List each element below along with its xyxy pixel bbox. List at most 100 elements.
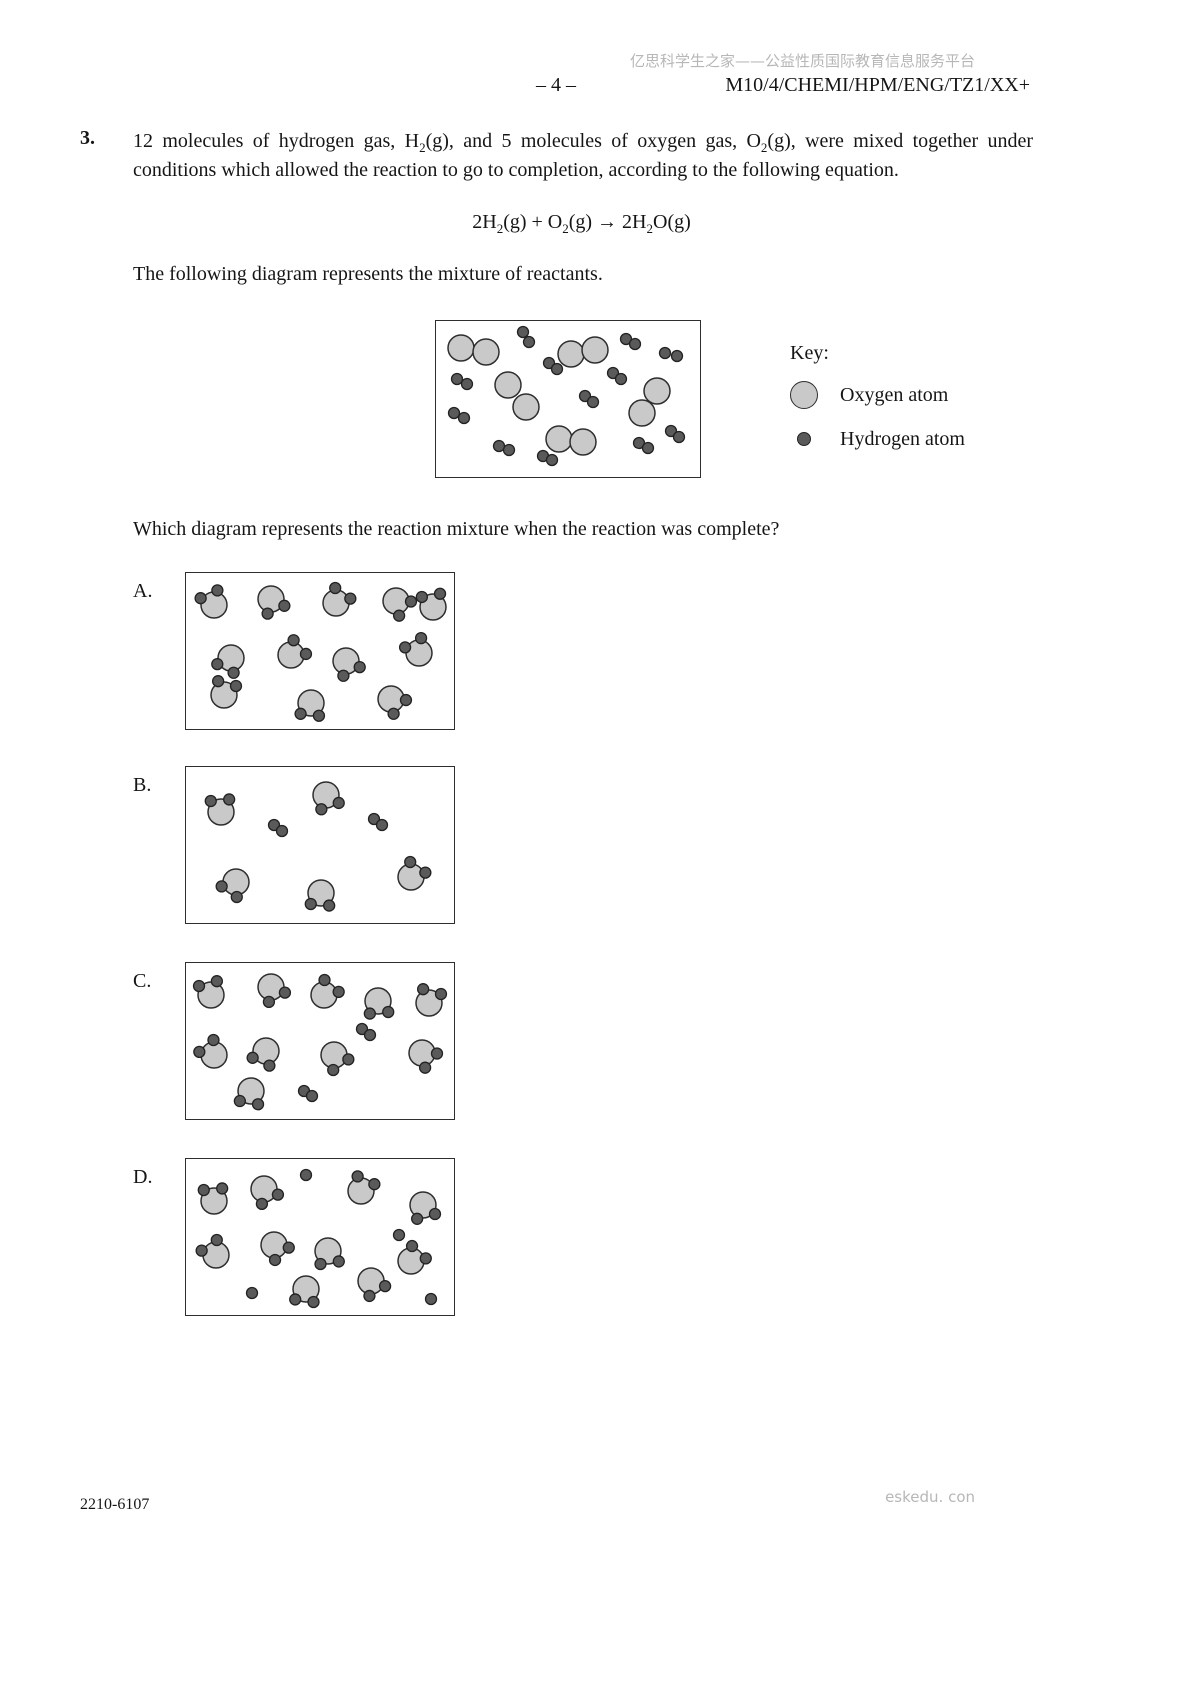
hydrogen-atom (399, 693, 413, 707)
option-a-diagram (185, 572, 455, 730)
hydrogen-atom (329, 581, 342, 595)
hydrogen-atom (398, 641, 412, 654)
key-row-hydrogen: Hydrogen atom (790, 425, 965, 453)
option-b-label: B. (133, 774, 152, 796)
hydrogen-atom (230, 890, 243, 904)
hydrogen-atom (327, 1063, 340, 1077)
hydrogen-atom (315, 803, 328, 816)
question-prompt: Which diagram represents the reaction mi… (133, 518, 780, 540)
hydrogen-atom (363, 1007, 376, 1020)
hydrogen-atom (392, 1228, 406, 1242)
hydrogen-atom (251, 1098, 265, 1111)
hydrogen-atom (312, 709, 326, 722)
hydrogen-atom (363, 1028, 377, 1042)
hydrogen-atom (261, 607, 274, 620)
option-d-diagram (185, 1158, 455, 1316)
hydrogen-atom (375, 818, 389, 832)
oxygen-atom (447, 334, 475, 362)
hydrogen-atom (434, 987, 448, 1001)
hydrogen-atom (263, 1059, 276, 1072)
hydrogen-atom (457, 411, 471, 425)
hydrogen-atom (410, 1212, 424, 1225)
hydrogen-atom (275, 824, 289, 838)
hydrogen-atom (323, 899, 336, 912)
oxygen-atom (512, 393, 540, 421)
question-number: 3. (80, 127, 95, 149)
hydrogen-atom (419, 866, 432, 879)
hydrogen-atom (332, 796, 345, 810)
option-a-label: A. (133, 580, 153, 602)
hydrogen-atom (193, 1045, 206, 1059)
hydrogen-atom (522, 335, 536, 349)
oxygen-atom (557, 340, 585, 368)
footer-watermark: eskedu. con (885, 1488, 975, 1506)
hydrogen-atom (278, 599, 291, 612)
hydrogen-atom (282, 1241, 295, 1254)
oxygen-atom-icon (790, 381, 818, 409)
hydrogen-atom (387, 707, 400, 720)
oxygen-atom (494, 371, 522, 399)
hydrogen-atom (628, 337, 642, 351)
hydrogen-atom (419, 1252, 432, 1265)
hydrogen-atom (289, 1293, 302, 1306)
hydrogen-atom (578, 389, 592, 403)
hydrogen-atom (195, 1244, 208, 1257)
oxygen-key-label: Oxygen atom (840, 383, 949, 406)
hydrogen-atom (318, 973, 331, 987)
hydrogen-atom (542, 356, 556, 370)
hydrogen-atom (460, 377, 474, 391)
hydrogen-atom (641, 441, 655, 455)
oxygen-atom (581, 336, 609, 364)
hydrogen-atom (207, 1033, 220, 1047)
hydrogen-atom (246, 1051, 259, 1064)
hydrogen-atom (332, 985, 345, 999)
hydrogen-atom (344, 592, 357, 605)
hydrogen-atom (367, 812, 381, 826)
hydrogen-atom (227, 666, 240, 679)
hydrogen-atom (271, 1188, 285, 1201)
hydrogen-atom (586, 395, 600, 409)
hydrogen-atom (287, 634, 300, 647)
hydrogen-atom (664, 424, 678, 438)
hydrogen-atom (211, 584, 224, 597)
hydrogen-atom (414, 631, 428, 645)
hydrogen-atom (353, 660, 366, 674)
hydrogen-atom (516, 325, 530, 339)
option-d-label: D. (133, 1166, 153, 1188)
hydrogen-atom (416, 983, 430, 996)
hydrogen-atom (304, 897, 317, 911)
hydrogen-atom (658, 346, 672, 360)
hydrogen-atom (368, 1178, 381, 1191)
hydrogen-atom (278, 986, 292, 999)
key-title: Key: (790, 342, 829, 364)
hydrogen-atom (450, 372, 464, 386)
reactants-intro: The following diagram represents the mix… (133, 263, 603, 285)
hydrogen-atom (382, 1005, 395, 1019)
hydrogen-atom (502, 443, 516, 457)
hydrogen-atom (545, 453, 559, 467)
hydrogen-atom (216, 1182, 229, 1195)
hydrogen-atom (430, 1047, 444, 1060)
hydrogen-atom (314, 1257, 327, 1271)
hydrogen-atom (307, 1295, 320, 1309)
hydrogen-atom (405, 1239, 419, 1253)
hydrogen-atom-icon (797, 432, 811, 446)
footer-code: 2210-6107 (80, 1496, 150, 1513)
oxygen-atom (628, 399, 656, 427)
hydrogen-atom (378, 1279, 392, 1293)
hydrogen-atom (332, 1255, 345, 1268)
option-b-diagram (185, 766, 455, 924)
hydrogen-atom (428, 1207, 442, 1221)
hydrogen-atom (305, 1089, 319, 1103)
hydrogen-atom (363, 1289, 376, 1303)
hydrogen-key-label: Hydrogen atom (840, 427, 965, 450)
hydrogen-atom (229, 679, 243, 693)
hydrogen-atom (204, 794, 217, 808)
hydrogen-atom (211, 675, 225, 688)
hydrogen-atom (223, 793, 236, 806)
paper-code: M10/4/CHEMI/HPM/ENG/TZ1/XX+ (725, 74, 1030, 96)
hydrogen-atom (197, 1183, 210, 1197)
hydrogen-atom (337, 669, 350, 682)
hydrogen-atom (392, 609, 406, 622)
hydrogen-atom (404, 855, 417, 869)
